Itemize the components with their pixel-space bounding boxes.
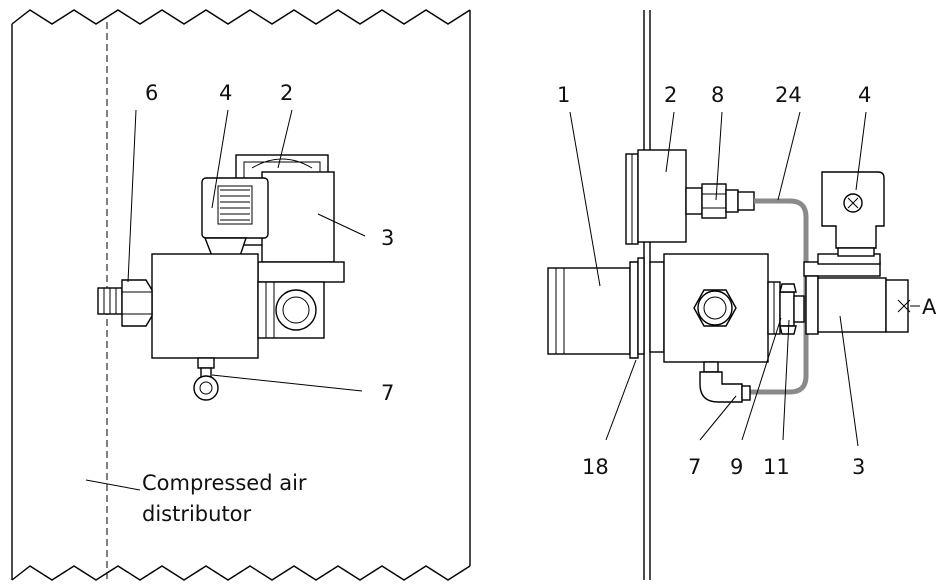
elbow-7	[699, 361, 751, 403]
label-3: 3	[381, 226, 394, 250]
coil-grille	[217, 185, 253, 225]
label-A: A	[922, 295, 937, 319]
fitting-8	[685, 183, 755, 219]
label-3: 3	[852, 455, 865, 479]
left-valve-assembly	[97, 154, 345, 401]
label-2: 2	[664, 83, 677, 107]
label-4: 4	[858, 83, 871, 107]
label-6: 6	[145, 81, 158, 105]
label-7: 7	[688, 455, 701, 479]
label-11: 11	[763, 455, 790, 479]
label-4: 4	[219, 81, 232, 105]
valve-body	[649, 253, 781, 363]
left-labels: 6 4 2 3 7 Compressed air distributor	[142, 81, 394, 526]
label-8: 8	[711, 83, 724, 107]
caption-line-1: Compressed air	[142, 471, 307, 495]
label-24: 24	[775, 83, 802, 107]
left-view: 6 4 2 3 7 Compressed air distributor	[11, 9, 471, 581]
label-1: 1	[557, 83, 570, 107]
right-leaders	[569, 111, 920, 447]
label-2: 2	[280, 81, 293, 105]
pressure-switch	[625, 149, 687, 245]
left-leaders	[85, 109, 366, 491]
solenoid-valve	[803, 253, 911, 335]
right-view: 1 2 8 24 4 A 18 7 9 11 3	[547, 10, 937, 580]
label-9: 9	[730, 455, 743, 479]
right-labels: 1 2 8 24 4 A 18 7 9 11 3	[557, 83, 937, 479]
actuator-1	[547, 257, 645, 359]
fittings-9-11	[779, 283, 805, 335]
label-7: 7	[381, 381, 394, 405]
caption-line-2: distributor	[142, 502, 252, 526]
wall-section	[643, 10, 651, 580]
label-18: 18	[582, 455, 609, 479]
coil-4	[821, 171, 885, 257]
